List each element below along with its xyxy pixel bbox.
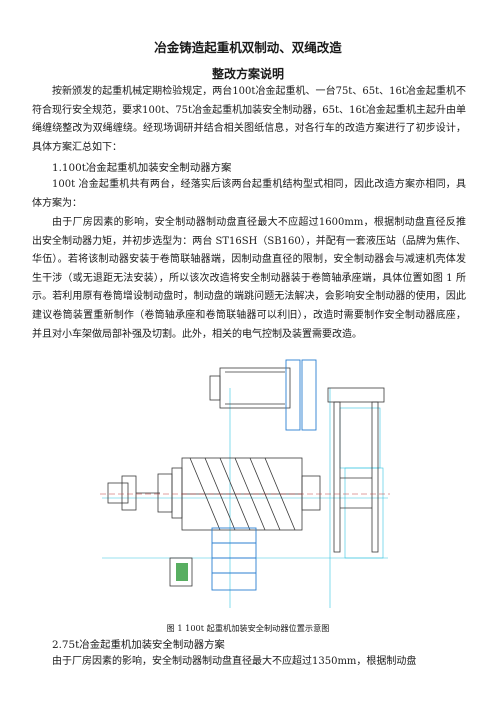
brake-discs [211, 359, 317, 591]
crane-brake-drawing [100, 359, 390, 608]
motor [209, 367, 291, 409]
section-1-paragraph-2: 由于厂房因素的影响，安全制动器制动盘直径最大不应超过1600mm，根据制动盘直径… [32, 217, 466, 340]
green-label-box [176, 563, 188, 581]
trolley-frame [327, 387, 385, 553]
left-assembly [107, 467, 193, 587]
section-2-heading: 2.75t冶金起重机加装安全制动器方案 [52, 639, 225, 651]
figure-caption: 图 1 100t 起重机加装安全制动器位置示意图 [166, 623, 330, 633]
section-1-heading: 1.100t冶金起重机加装安全制动器方案 [52, 162, 232, 174]
guide-lines [102, 388, 388, 608]
intro-paragraph: 按新颁发的起重机械定期检验规定，两台100t冶金起重机、一台75t、65t、16… [32, 86, 466, 153]
document-title: 冶金铸造起重机双制动、双绳改造 [154, 40, 342, 55]
document-subtitle: 整改方案说明 [211, 67, 284, 81]
section-2-paragraph-1: 由于厂房因素的影响，安全制动器制动盘直径最大不应超过1350mm，根据制动盘 [52, 656, 417, 667]
section-1-paragraph-1: 100t 冶金起重机共有两台，经落实后该两台起重机结构型式相同，因此改造方案亦相… [32, 179, 466, 209]
